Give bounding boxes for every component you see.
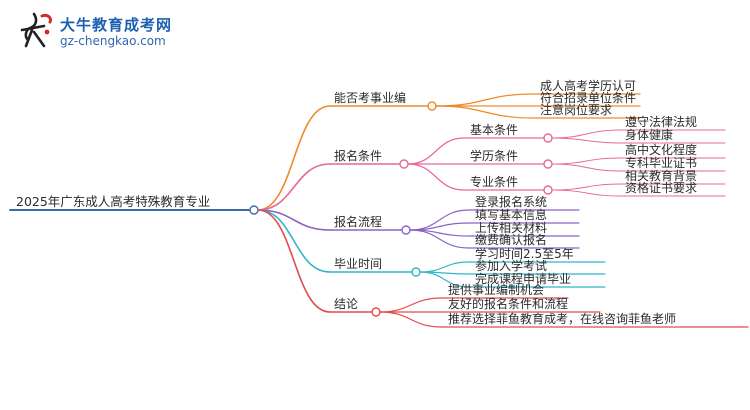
branch-connector-0 [257, 105, 331, 211]
branch-connector-2 [257, 209, 331, 231]
sub-topic-0-2[interactable]: 注意岗位要求 [540, 103, 613, 117]
sub-dot-1-2[interactable] [543, 185, 553, 195]
branch-connector-4 [257, 209, 331, 313]
sub-connector-3-0 [419, 261, 470, 273]
branch-topic-0[interactable]: 能否考事业编 [334, 91, 407, 105]
leaf-topic-1-1-0[interactable]: 高中文化程度 [625, 143, 698, 157]
sub-connector-0-2 [435, 105, 535, 119]
sub-topic-3-2[interactable]: 完成课程申请毕业 [475, 272, 572, 286]
branch-topic-2[interactable]: 报名流程 [334, 215, 383, 229]
sub-connector-3-2 [419, 271, 470, 288]
brand-title: 大牛教育成考网 [60, 16, 173, 34]
leaf-topic-1-1-1[interactable]: 专科毕业证书 [625, 156, 698, 170]
sub-dot-1-1[interactable] [543, 159, 553, 169]
sub-topic-1-1[interactable]: 学历条件 [470, 149, 519, 163]
leaf-topic-1-2-1[interactable]: 资格证书要求 [625, 181, 698, 195]
sub-topic-0-0[interactable]: 成人高考学历认可 [540, 79, 637, 93]
leaf-connector-1-0-1 [551, 137, 622, 144]
sub-topic-3-1[interactable]: 参加入学考试 [475, 259, 548, 273]
sub-topic-3-0[interactable]: 学习时间2.5至5年 [475, 247, 574, 261]
root-topic[interactable]: 2025年广东成人高考特殊教育专业 [16, 194, 211, 209]
branch-topic-1[interactable]: 报名条件 [334, 149, 383, 163]
branch-connector-1 [257, 163, 331, 211]
sub-connector-4-0 [379, 297, 443, 313]
sub-connector-0-0 [435, 93, 535, 107]
leaf-connector-1-1-1 [551, 163, 622, 172]
sub-topic-4-0[interactable]: 提供事业编制机会 [448, 283, 545, 297]
sub-topic-2-0[interactable]: 登录报名系统 [475, 195, 548, 209]
branch-topic-3[interactable]: 毕业时间 [334, 257, 383, 271]
branch-dot-1[interactable] [399, 159, 409, 169]
brand-url[interactable]: gz-chengkao.com [60, 34, 166, 48]
sub-topic-4-2[interactable]: 推荐选择菲鱼教育成考，在线咨询菲鱼老师 [448, 312, 677, 326]
root-connector-dot[interactable] [249, 205, 259, 215]
brand-logo[interactable]: 大牛教育成考网 gz-chengkao.com [8, 8, 208, 52]
sub-connector-4-2 [379, 311, 443, 328]
sub-topic-4-1[interactable]: 友好的报名条件和流程 [448, 297, 569, 311]
sub-topic-2-1[interactable]: 填写基本信息 [475, 208, 548, 222]
sub-topic-2-3[interactable]: 缴费确认报名 [475, 233, 548, 247]
sub-dot-1-0[interactable] [543, 133, 553, 143]
branch-dot-2[interactable] [401, 225, 411, 235]
branch-dot-3[interactable] [411, 267, 421, 277]
sub-topic-0-1[interactable]: 符合招录单位条件 [540, 91, 637, 105]
leaf-topic-1-0-1[interactable]: 身体健康 [625, 128, 674, 142]
branch-dot-0[interactable] [427, 101, 437, 111]
leaf-connector-1-1-0 [551, 157, 622, 165]
leaf-connector-1-2-1 [551, 189, 622, 197]
branch-dot-4[interactable] [371, 307, 381, 317]
brand-mark-icon [20, 12, 52, 48]
branch-connector-3 [257, 209, 331, 273]
sub-topic-1-2[interactable]: 专业条件 [470, 175, 519, 189]
leaf-topic-1-0-0[interactable]: 遵守法律法规 [625, 115, 698, 129]
branch-topic-4[interactable]: 结论 [334, 297, 359, 311]
sub-connector-2-3 [409, 229, 470, 249]
leaf-connector-1-2-0 [551, 183, 622, 191]
leaf-connector-1-0-0 [551, 129, 622, 139]
sub-connector-1-2 [407, 163, 465, 191]
leaf-topic-1-2-0[interactable]: 相关教育背景 [625, 169, 698, 183]
sub-topic-1-0[interactable]: 基本条件 [470, 123, 519, 137]
sub-connector-1-0 [407, 137, 465, 165]
sub-topic-2-2[interactable]: 上传相关材料 [475, 221, 548, 235]
